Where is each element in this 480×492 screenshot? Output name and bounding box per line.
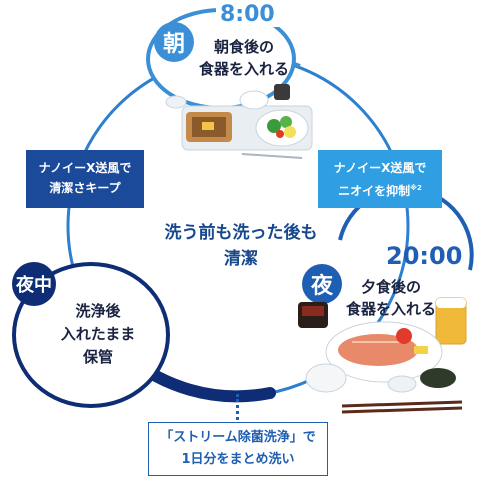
breakfast-illustration <box>165 84 313 159</box>
evening-label: 夕食後の 食器を入れる <box>336 276 446 320</box>
rice-bowl-icon <box>305 363 347 393</box>
bottom-box-line1: 「ストリーム除菌洗浄」で <box>160 430 316 445</box>
right-box-line2-wrap: ニオイを抑制※2 <box>322 178 438 201</box>
center-label: 洗う前も洗った後も 清潔 <box>158 220 324 272</box>
morning-label-line1: 朝食後の <box>213 38 274 56</box>
left-box-line1: ナノイーX送風で <box>38 161 132 175</box>
left-box-line2: 清潔さキープ <box>49 181 121 195</box>
morning-label-line2: 食器を入れる <box>198 60 289 78</box>
night-badge: 夜中 <box>12 262 56 306</box>
center-line2: 清潔 <box>224 249 258 269</box>
evening-badge: 夜 <box>302 264 342 304</box>
evening-label-line2: 食器を入れる <box>345 300 436 318</box>
night-label-line3: 保管 <box>82 348 113 366</box>
left-info-box: ナノイーX送風で 清潔さキープ <box>26 150 144 208</box>
right-info-box: ナノイーX送風で ニオイを抑制※2 <box>318 150 442 208</box>
bottom-box-line2: 1日分をまとめ洗い <box>181 452 295 467</box>
bottom-info-box: 「ストリーム除菌洗浄」で 1日分をまとめ洗い <box>148 422 328 476</box>
right-box-line2: ニオイを抑制 <box>338 184 411 198</box>
side-dish-icon <box>420 368 456 388</box>
chopsticks-icon <box>341 400 463 408</box>
center-line1: 洗う前も洗った後も <box>164 223 318 243</box>
evening-label-line1: 夕食後の <box>360 278 421 296</box>
salad-plate-icon <box>255 109 309 147</box>
night-label: 洗浄後 入れたまま 保管 <box>56 300 140 369</box>
right-box-note: ※2 <box>410 184 422 192</box>
night-label-line2: 入れたまま <box>60 325 136 343</box>
evening-time: 20:00 <box>386 242 463 270</box>
morning-label: 朝食後の 食器を入れる <box>196 36 292 80</box>
morning-badge: 朝 <box>154 22 194 62</box>
coffee-cup-icon <box>274 84 290 100</box>
dinner-illustration <box>298 297 467 414</box>
night-node <box>12 262 170 408</box>
morning-time: 8:00 <box>216 2 279 27</box>
cup-icon <box>239 90 269 110</box>
dotted-connector <box>236 394 243 420</box>
right-box-line1: ナノイーX送風で <box>333 161 427 175</box>
night-label-line1: 洗浄後 <box>75 302 121 320</box>
